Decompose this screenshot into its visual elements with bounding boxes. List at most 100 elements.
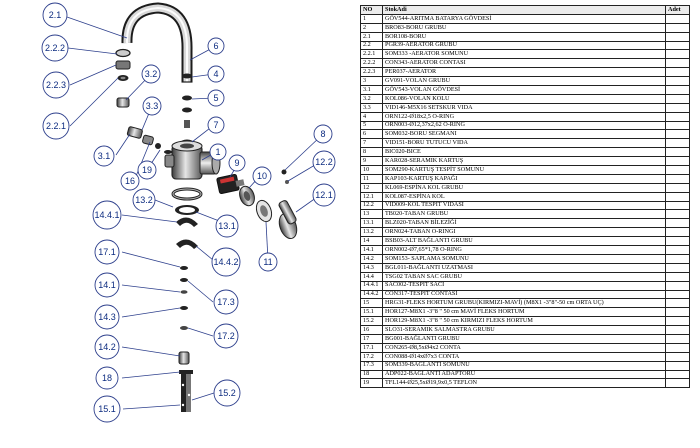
row-stok-adi: TFL144-Ø25,5xØ19,9x0,5 TEFLON: [382, 378, 666, 389]
row-adet: [665, 342, 690, 353]
row-no: 2.2.2: [360, 58, 383, 69]
svg-text:4: 4: [213, 69, 218, 79]
row-no: 9: [360, 156, 383, 167]
row-stok-adi: KOL087-ESPİNA KOL: [382, 191, 666, 202]
row-no: 19: [360, 378, 383, 389]
row-stok-adi: CON265-Ø8,5xØ4x2 CONTA: [382, 342, 666, 353]
row-adet: [665, 165, 690, 175]
callout-3.1: 3.1: [93, 145, 115, 167]
row-adet: [665, 76, 690, 87]
row-adet: [665, 31, 690, 42]
row-adet: [665, 316, 690, 327]
row-no: 13.2: [360, 227, 383, 238]
row-no: 6: [360, 129, 383, 140]
row-no: 4: [360, 111, 383, 122]
row-no: 5: [360, 120, 383, 131]
row-no: 3: [360, 76, 383, 87]
row-adet: [665, 245, 690, 255]
row-stok-adi: KOL086-VOLAN KOLU: [382, 93, 666, 104]
row-adet: [665, 67, 690, 78]
header-stok-adi: StokAdi: [382, 5, 666, 15]
row-stok-adi: SOM290-KARTUŞ TESPİT SOMUNU: [382, 165, 666, 175]
row-stok-adi: BRO83-BORU GRUBU: [382, 22, 666, 33]
row-stok-adi: SOM032-BORU SEGMANI: [382, 129, 666, 140]
row-stok-adi: BLZ020-TABAN BİLEZİĞİ: [382, 218, 666, 229]
svg-text:2.2.2: 2.2.2: [45, 43, 65, 53]
svg-text:3.3: 3.3: [146, 101, 159, 111]
callout-9: 9: [228, 154, 246, 172]
spout-tube: [121, 2, 193, 83]
callout-15.2: 15.2: [213, 379, 241, 407]
row-no: 7: [360, 138, 383, 149]
callout-2.2.2: 2.2.2: [41, 34, 69, 62]
row-adet: [665, 49, 690, 60]
row-stok-adi: KAR028-SERAMIK KARTUŞ: [382, 156, 666, 167]
row-adet: [665, 191, 690, 202]
row-adet: [665, 129, 690, 140]
svg-text:13.2: 13.2: [135, 195, 153, 205]
row-stok-adi: SOM153- SAPLAMA SOMUNU: [382, 253, 666, 264]
cartridge-cap: [255, 199, 273, 223]
row-adet: [665, 173, 690, 184]
svg-text:15.2: 15.2: [218, 388, 236, 398]
row-no: 14.3: [360, 262, 383, 273]
row-stok-adi: VID146-M5X16 SETSKUR VIDA: [382, 102, 666, 113]
row-adet: [665, 40, 690, 51]
row-stok-adi: VID009-KOL TESPİT VIDASI: [382, 200, 666, 211]
row-no: 16: [360, 325, 383, 335]
row-stok-adi: BOR108-BORU: [382, 31, 666, 42]
row-no: 10: [360, 165, 383, 175]
svg-text:19: 19: [142, 165, 152, 175]
row-stok-adi: ORN003-Ø12,37x2,62 O-RING: [382, 120, 666, 131]
leader-lines: [66, 16, 322, 410]
row-no: 2.2: [360, 40, 383, 51]
row-adet: [665, 325, 690, 335]
row-stok-adi: BGL011-BAĞLANTI UZATMASI: [382, 262, 666, 273]
row-no: 2.2.1: [360, 49, 383, 60]
row-stok-adi: ADP022-BAĞLANTI ADAPTÖRÜ: [382, 369, 666, 380]
callout-8: 8: [313, 124, 333, 144]
svg-text:2.2.3: 2.2.3: [46, 80, 66, 90]
row-no: 11: [360, 173, 383, 184]
row-adet: [665, 378, 690, 389]
callout-13.2: 13.2: [132, 188, 156, 212]
row-adet: [665, 85, 690, 95]
row-stok-adi: HRG31-FLEKS HORTUM GRUBU(KIRMIZI-MAVİ) (…: [382, 298, 666, 309]
row-adet: [665, 93, 690, 104]
row-no: 3.3: [360, 102, 383, 113]
row-no: 3.2: [360, 93, 383, 104]
svg-text:9: 9: [234, 158, 239, 168]
row-no: 14.1: [360, 245, 383, 255]
row-stok-adi: GÖV544-ARITMA BATARYA GÖVDESİ: [382, 13, 666, 24]
row-stok-adi: ORN122-Ø18x2,5 O-RING: [382, 111, 666, 122]
callout-2.2.3: 2.2.3: [42, 71, 70, 99]
row-no: 12: [360, 182, 383, 193]
spout-seals: [180, 73, 194, 147]
callout-14.1: 14.1: [94, 272, 120, 298]
callout-14.4.1: 14.4.1: [92, 200, 122, 230]
row-no: 14.4.1: [360, 280, 383, 291]
svg-text:14.1: 14.1: [98, 280, 116, 290]
svg-text:18: 18: [102, 373, 112, 383]
svg-text:12.2: 12.2: [315, 157, 333, 167]
svg-text:14.2: 14.2: [98, 342, 116, 352]
svg-text:11: 11: [263, 257, 272, 267]
row-adet: [665, 120, 690, 131]
svg-text:1: 1: [215, 147, 220, 157]
